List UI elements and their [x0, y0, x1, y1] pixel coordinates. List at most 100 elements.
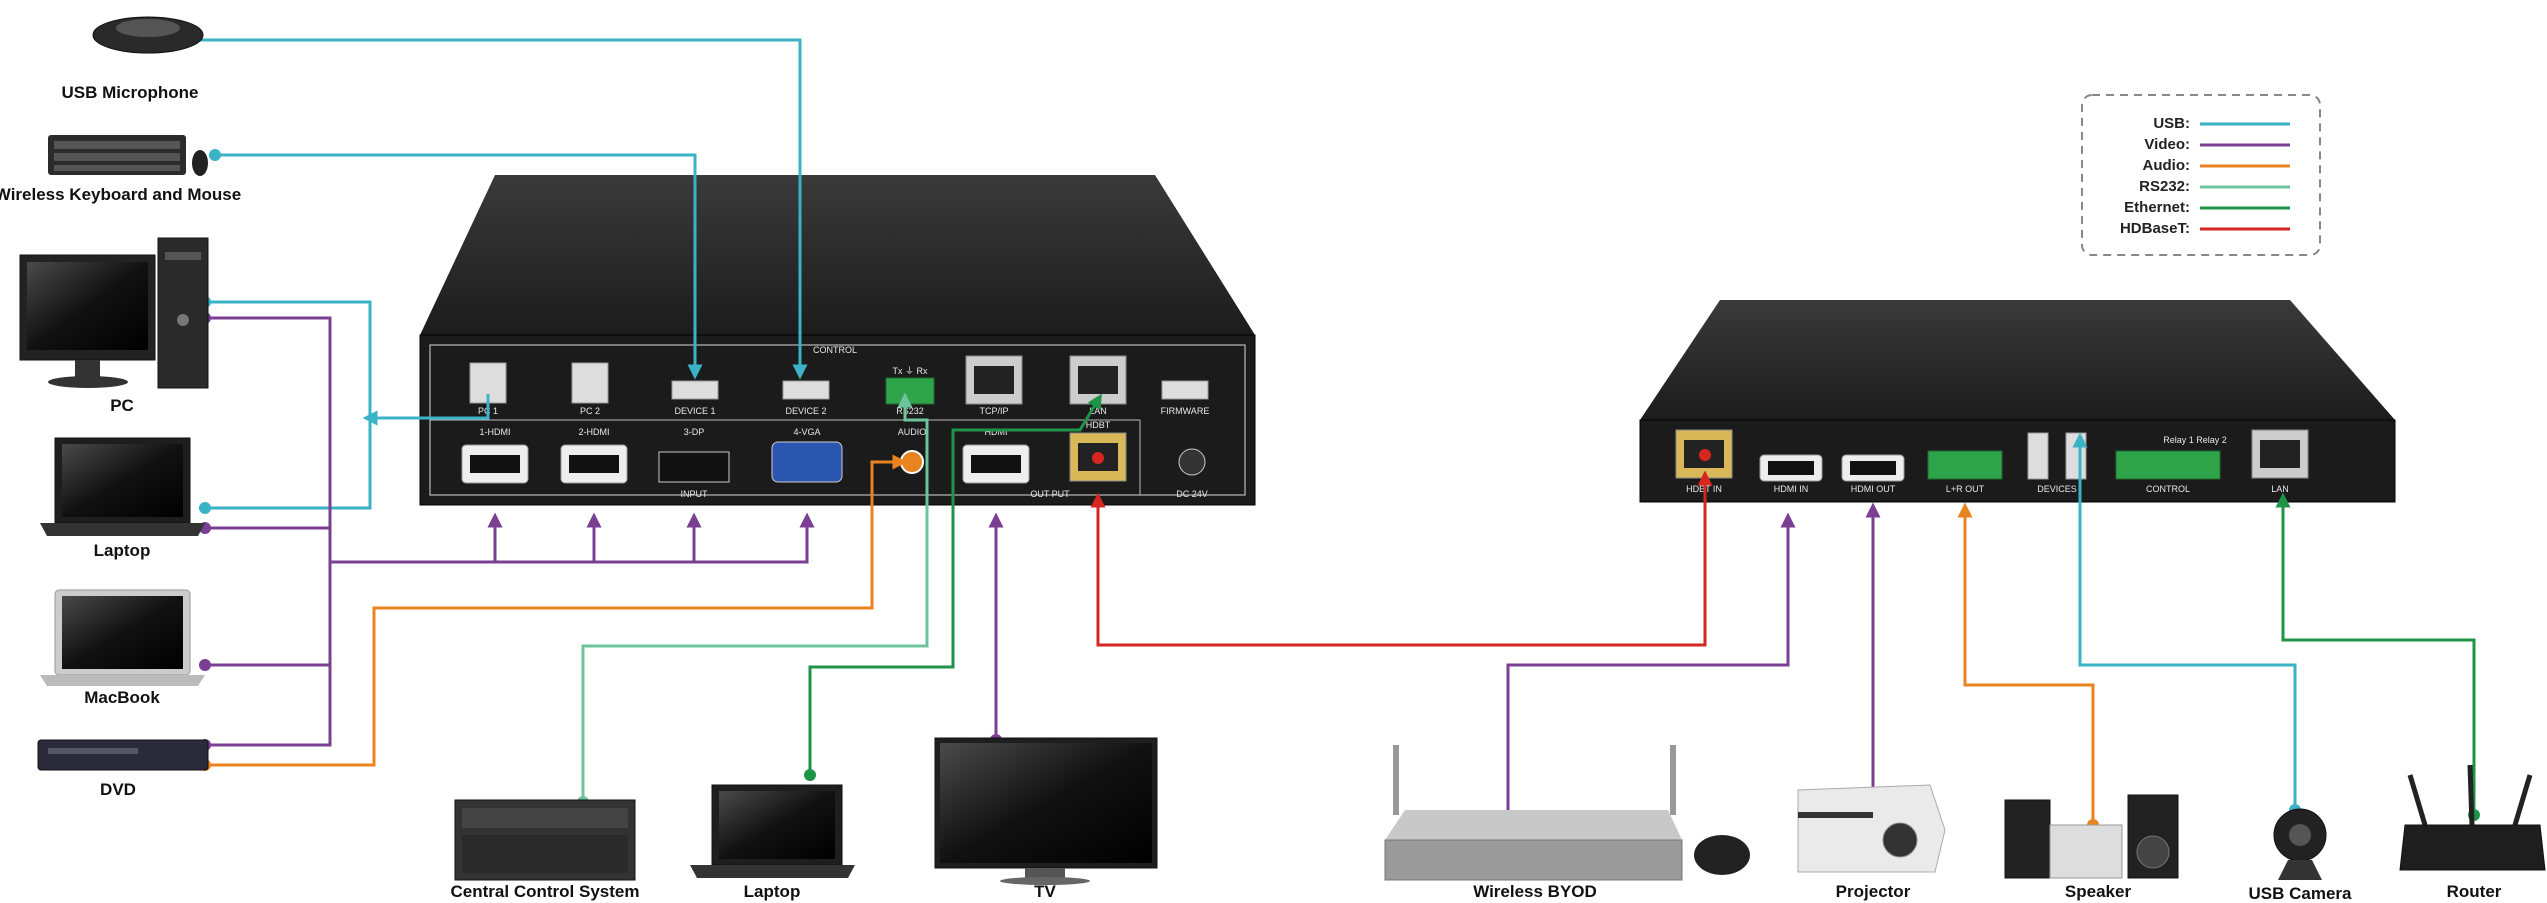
- rx-port-control: Relay 1 Relay 2 CONTROL: [2115, 435, 2227, 494]
- pc-tower-power: [177, 314, 189, 326]
- rx-hdmi-in-label: HDMI IN: [1774, 484, 1809, 494]
- port-device1-label: DEVICE 1: [674, 406, 715, 416]
- label-pc: PC: [110, 396, 134, 415]
- line-usb-camera: [2072, 432, 2297, 810]
- label-usb-microphone: USB Microphone: [62, 83, 199, 102]
- port-hdbt-label: HDBT: [1086, 420, 1111, 430]
- transmitter-top: [420, 175, 1255, 335]
- projector-body-stripe: [1798, 812, 1873, 818]
- port-hdmi-out-label: HDMI: [985, 427, 1008, 437]
- rx-lan-label: LAN: [2271, 484, 2289, 494]
- port-vga4: 4-VGA: [771, 427, 843, 483]
- device-central-control: Central Control System: [451, 799, 640, 901]
- port-lan-label: LAN: [1089, 406, 1107, 416]
- rs232-terminal-block: [885, 377, 935, 405]
- rx-port-hdmi-in: HDMI IN: [1759, 454, 1823, 494]
- line-video-pc: [205, 316, 332, 747]
- control-system-rack: [462, 808, 628, 828]
- line-hdbaset: [1090, 470, 1713, 647]
- usb-camera-stand: [2278, 860, 2322, 880]
- port-firmware: FIRMWARE: [1161, 380, 1209, 416]
- tv-screen: [940, 743, 1152, 863]
- device-usb-microphone: USB Microphone: [62, 16, 204, 102]
- port-tcpip-label: TCP/IP: [979, 406, 1008, 416]
- legend-rs232: RS232:: [2139, 178, 2290, 195]
- device-macbook: MacBook: [40, 589, 205, 707]
- receiver-unit: HDBT IN HDMI IN HDMI OUT L+R OUT DEVICES…: [1639, 300, 2396, 503]
- legend-ethernet-label: Ethernet:: [2124, 199, 2190, 216]
- rx-devices-label: DEVICES: [2037, 484, 2077, 494]
- vga4-socket: [771, 441, 843, 483]
- byod-antenna-left: [1393, 745, 1399, 815]
- label-laptop-bottom: Laptop: [744, 882, 801, 901]
- label-projector: Projector: [1836, 882, 1911, 901]
- label-router: Router: [2447, 882, 2502, 901]
- projector-icon: [1797, 784, 1946, 873]
- legend-video-label: Video:: [2144, 136, 2190, 153]
- byod-puck-icon: [1694, 835, 1750, 875]
- output-label: OUT PUT: [1030, 489, 1070, 499]
- legend-video: Video:: [2144, 136, 2290, 153]
- rx-control-terminal-block: [2115, 450, 2221, 480]
- rx-hdmi-out-socket-inner: [1850, 461, 1896, 475]
- router-antenna-2: [2467, 764, 2475, 826]
- router-antenna-3: [2512, 774, 2533, 826]
- laptop-bottom-base: [690, 865, 855, 878]
- device1-usb-a-port: [671, 380, 719, 400]
- dot-rx-hdbt: [1699, 449, 1711, 461]
- label-keyboard-mouse: Wireless Keyboard and Mouse: [0, 185, 241, 204]
- port-hdmi1: 1-HDMI: [461, 427, 529, 484]
- pc-tower-icon: [157, 237, 209, 389]
- rx-port-lan: LAN: [2251, 429, 2309, 494]
- projector-lens: [1882, 822, 1918, 858]
- line-usb-to-tx: [362, 394, 490, 426]
- connection-lines: [150, 38, 2476, 865]
- pc-monitor-screen: [27, 262, 148, 350]
- legend-usb: USB:: [2153, 115, 2290, 132]
- port-dp3-label: 3-DP: [684, 427, 705, 437]
- hdmi-out-socket-inner: [971, 455, 1021, 473]
- firmware-usb-port: [1161, 380, 1209, 400]
- dot-macbook-video: [199, 659, 211, 671]
- rx-port-lr-out: L+R OUT: [1927, 450, 2003, 494]
- device-pc: PC: [19, 237, 209, 415]
- dot-laptop2-eth: [804, 769, 816, 781]
- port-tcpip: TCP/IP: [965, 355, 1023, 416]
- device-laptop-left: Laptop: [40, 437, 205, 560]
- port-hdmi2: 2-HDMI: [560, 427, 628, 484]
- legend-hdbaset-label: HDBaseT:: [2120, 220, 2190, 237]
- tcpip-rj45-socket: [974, 366, 1014, 394]
- router-antenna-1: [2407, 774, 2428, 826]
- pc-tower-drive: [165, 252, 201, 260]
- rx-control-label: CONTROL: [2146, 484, 2190, 494]
- byod-router-top: [1385, 810, 1682, 840]
- line-eth-router: [2275, 492, 2476, 815]
- pc-monitor-base: [48, 376, 128, 388]
- tv-stand: [1025, 868, 1065, 878]
- port-hdmi-out: HDMI: [962, 427, 1030, 484]
- dot-tx-hdbt: [1092, 452, 1104, 464]
- dp3-socket: [658, 451, 730, 483]
- port-audio-label: AUDIO: [898, 427, 927, 437]
- port-pc2-label: PC 2: [580, 406, 600, 416]
- router-icon: [2399, 824, 2546, 871]
- port-dc-label: DC 24V: [1176, 489, 1208, 499]
- label-macbook: MacBook: [84, 688, 160, 707]
- label-laptop-left: Laptop: [94, 541, 151, 560]
- device-tv: TV: [934, 737, 1158, 901]
- control-label: CONTROL: [813, 345, 857, 355]
- port-device2: DEVICE 2: [782, 380, 830, 416]
- port-rs232-label: RS232: [896, 406, 924, 416]
- rx-lan-rj45-socket: [2260, 440, 2300, 468]
- label-central-control: Central Control System: [451, 882, 640, 901]
- port-device2-label: DEVICE 2: [785, 406, 826, 416]
- rx-lr-out-label: L+R OUT: [1946, 484, 1985, 494]
- device-usb-camera: USB Camera: [2249, 808, 2352, 903]
- transmitter-unit: CONTROL PC 1 PC 2 DEVICE 1 DEVICE 2 Tx ⏚…: [419, 175, 1256, 506]
- legend-rs232-label: RS232:: [2139, 178, 2190, 195]
- legend-usb-label: USB:: [2153, 115, 2190, 132]
- hdmi1-socket-inner: [470, 455, 520, 473]
- device-router: Router: [2399, 764, 2546, 901]
- speaker-center-unit: [2049, 824, 2123, 879]
